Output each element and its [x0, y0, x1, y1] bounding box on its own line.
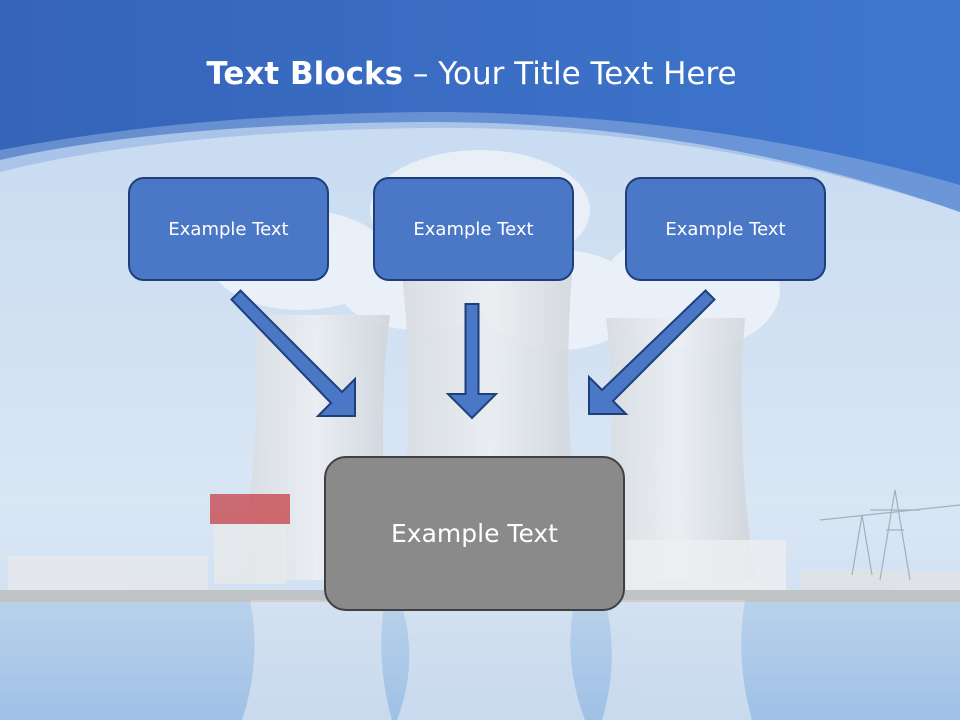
- text-block-right[interactable]: Example Text: [625, 177, 826, 281]
- text-block-label: Example Text: [413, 218, 534, 240]
- title-bold: Text Blocks: [206, 56, 404, 92]
- title-separator: –: [403, 56, 439, 92]
- page-title: Text Blocks – Your Title Text Here: [0, 52, 943, 96]
- power-pylons: [819, 489, 960, 581]
- reflections: [242, 600, 752, 720]
- text-block-left[interactable]: Example Text: [128, 177, 329, 281]
- text-block-center[interactable]: Example Text: [373, 177, 574, 281]
- text-block-label: Example Text: [665, 218, 786, 240]
- header-swoosh: [0, 112, 960, 212]
- header-band: [0, 0, 960, 212]
- plant-buildings: [8, 494, 960, 592]
- text-block-label: Example Text: [391, 519, 558, 548]
- text-block-bottom[interactable]: Example Text: [324, 456, 625, 611]
- title-rest: Your Title Text Here: [438, 56, 737, 92]
- text-block-label: Example Text: [168, 218, 289, 240]
